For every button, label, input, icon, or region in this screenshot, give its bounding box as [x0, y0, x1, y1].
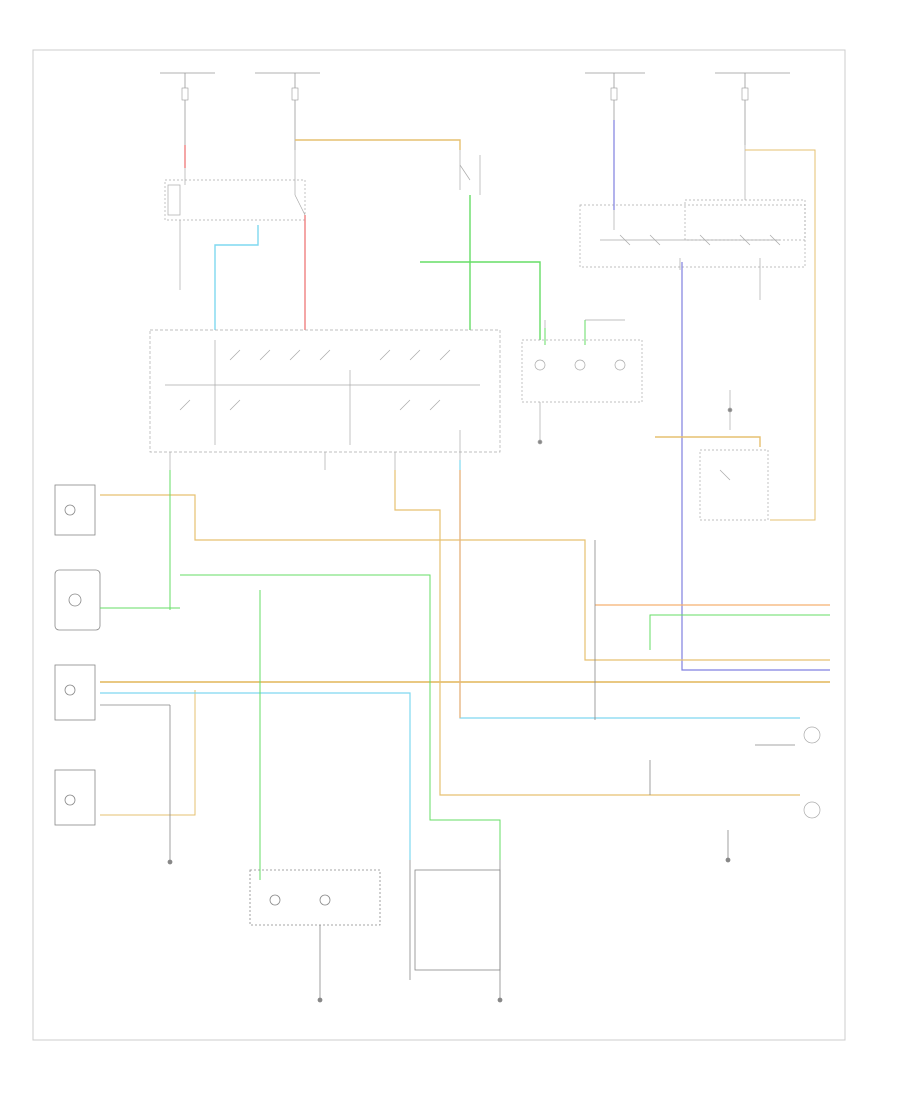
wire-green-long [100, 470, 830, 880]
hazard-switch [699, 390, 769, 521]
wire-tan-right [745, 149, 816, 521]
wire-green-relay [544, 320, 586, 345]
left-lamps [54, 484, 101, 826]
wire-tan-down [394, 470, 800, 796]
wire-orange [459, 470, 830, 718]
bottom-modules [249, 860, 503, 1003]
fuse-symbols [181, 87, 749, 101]
lighting-control-module [149, 329, 501, 470]
wire-blue-vertical [613, 120, 830, 671]
multifunction-switch [579, 120, 806, 300]
right-lamps [803, 726, 821, 819]
wire-tan-lamp-low [100, 690, 196, 816]
wire-green-brake [420, 195, 541, 340]
wire-tan-upper-left [100, 494, 830, 661]
ground-wires [100, 540, 795, 865]
brake-switch [459, 150, 481, 195]
wire-lightblue-upper [214, 225, 259, 330]
fuse-feeds [160, 72, 790, 150]
wire-tan-top [295, 139, 461, 150]
wire-pink [184, 145, 306, 330]
wire-tan-hazard [655, 436, 761, 447]
diagram-frame [32, 49, 846, 1041]
headlamp-switch [164, 150, 306, 290]
